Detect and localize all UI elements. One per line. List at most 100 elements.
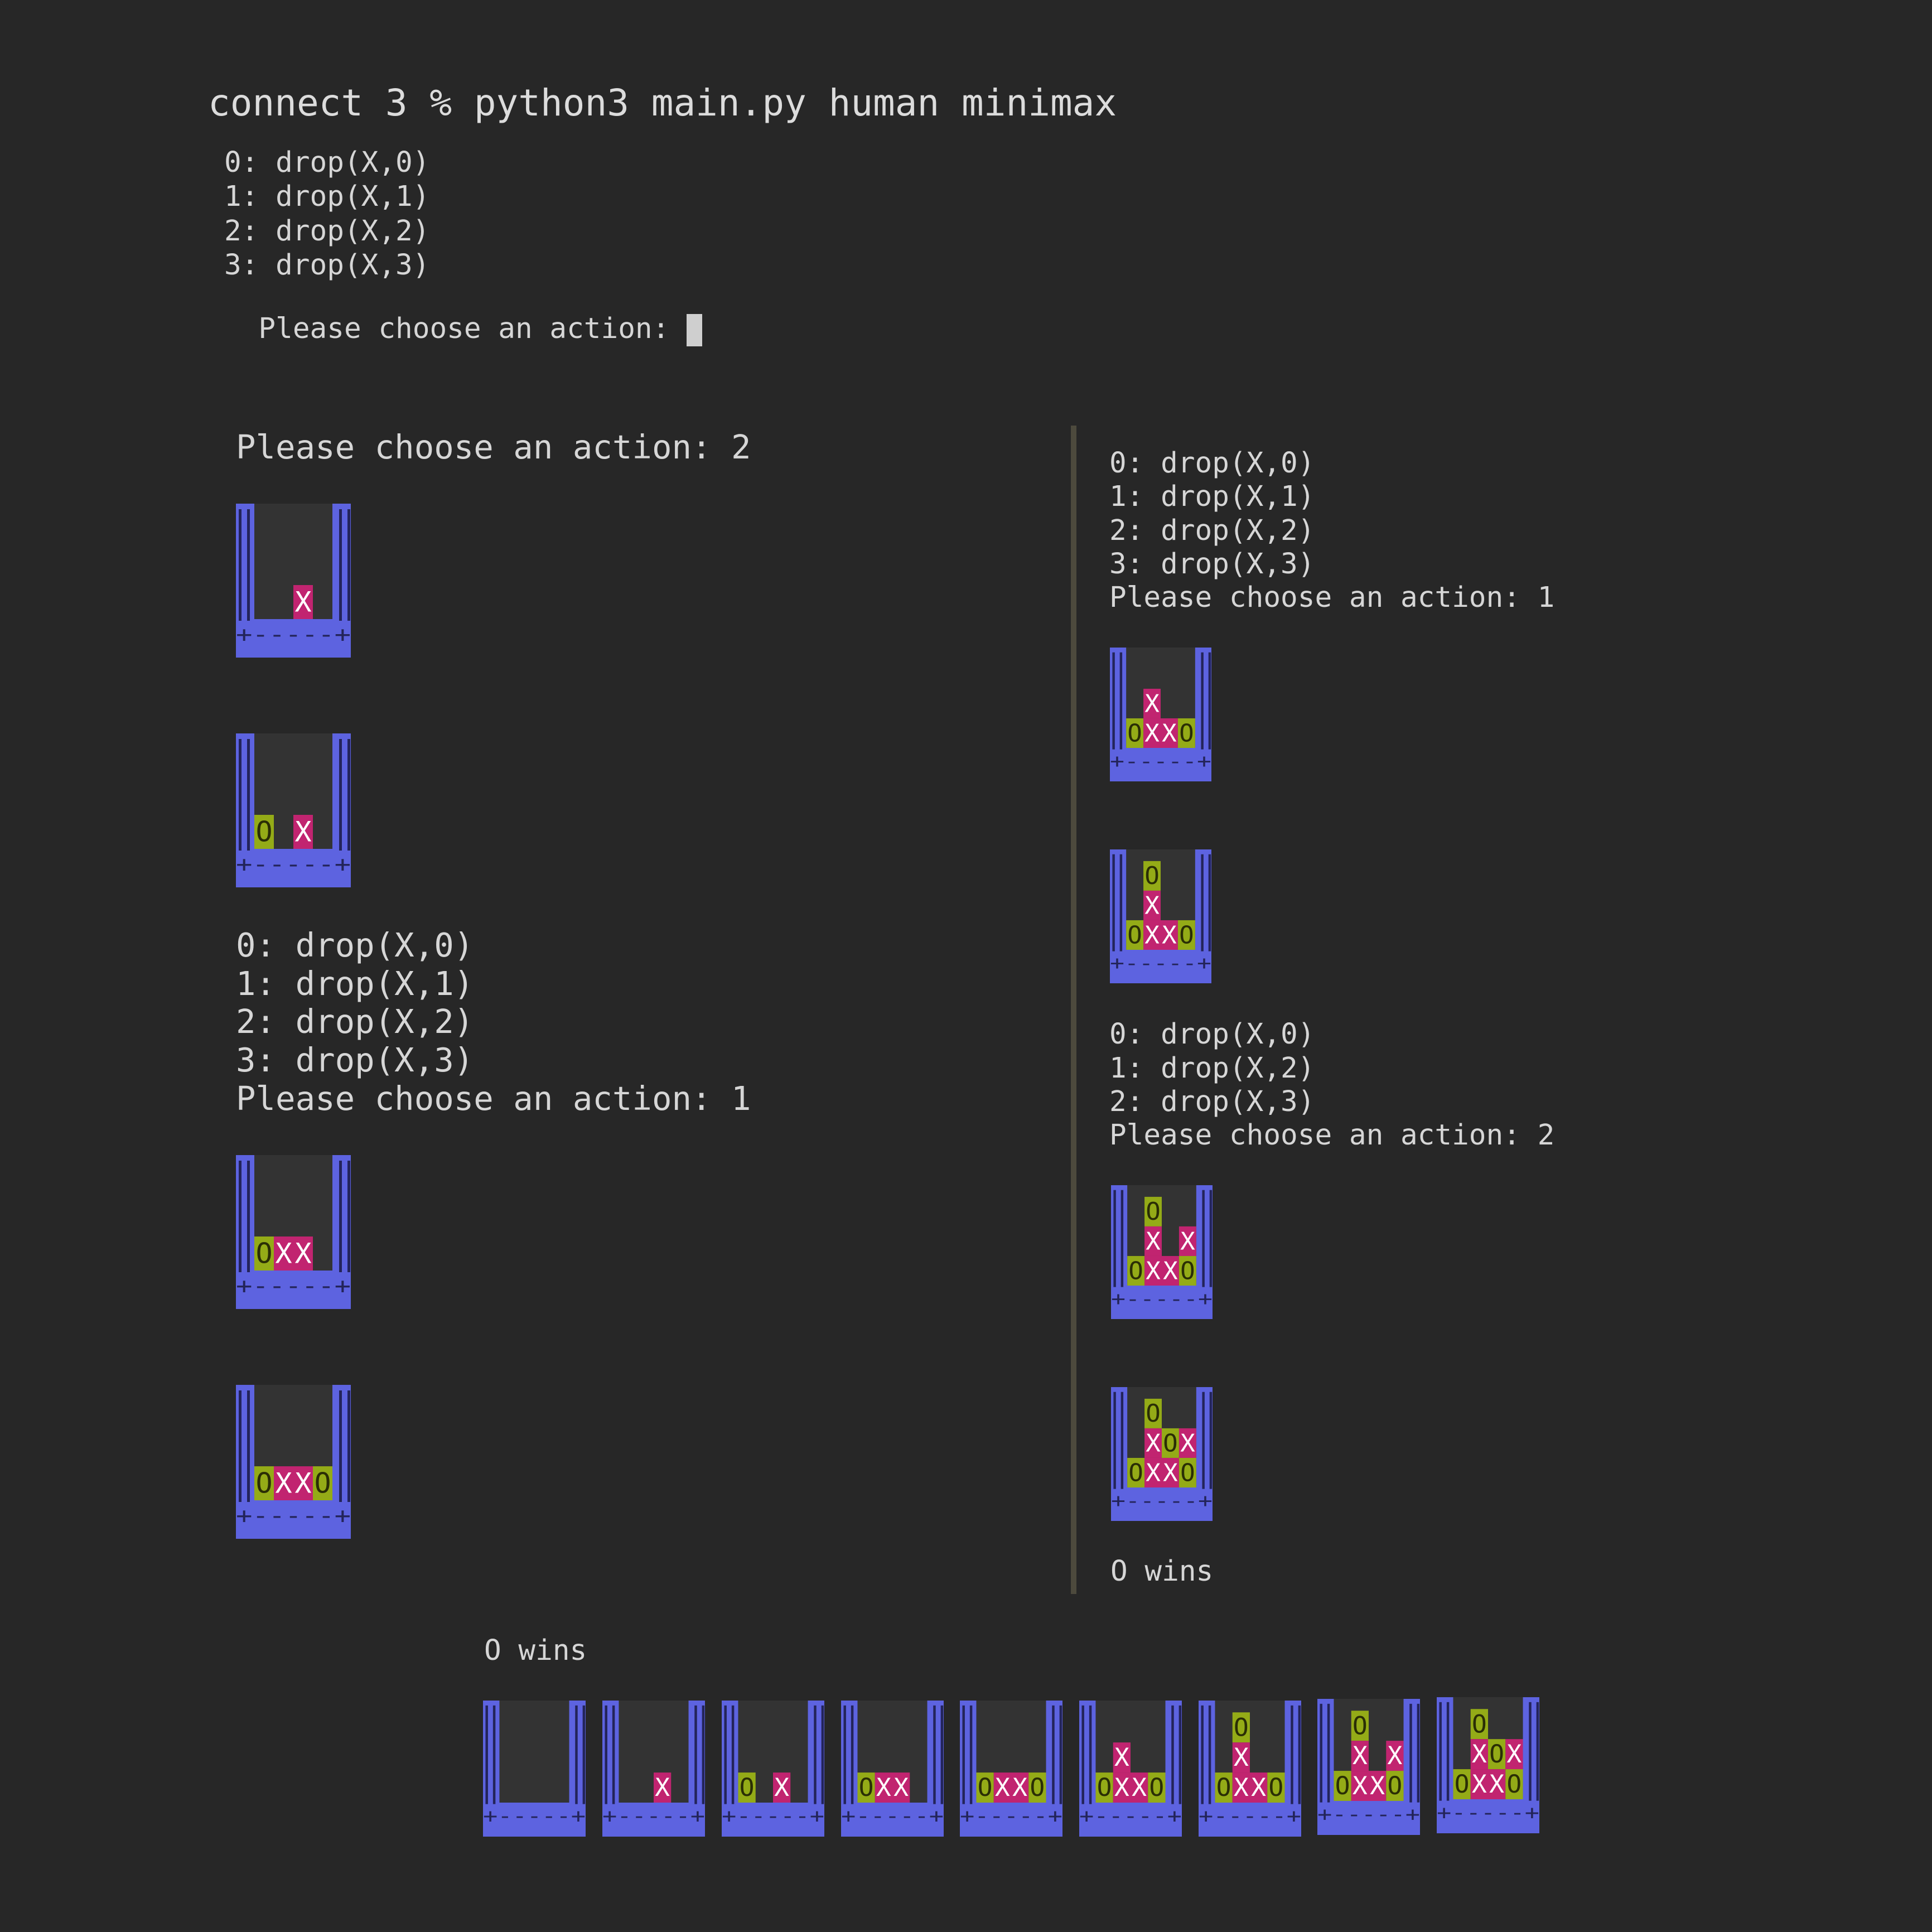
svg-text:O: O [1128, 1459, 1143, 1487]
x-piece: X [1250, 1772, 1268, 1803]
board-wall-line [1209, 1190, 1213, 1287]
svg-text:O: O [1127, 719, 1142, 748]
svg-text:O: O [1335, 1772, 1350, 1800]
svg-text:X: X [1489, 1770, 1504, 1799]
board-wall-line [814, 1705, 817, 1804]
action-option: 0: drop(X,0) [224, 146, 430, 179]
x-piece: X [1470, 1739, 1488, 1770]
x-piece: X [1178, 1226, 1196, 1256]
game-board: +-----+ [483, 1701, 586, 1837]
board-wall-line [1202, 1392, 1205, 1489]
o-piece: O [1470, 1709, 1488, 1740]
svg-text:O: O [1146, 1400, 1161, 1428]
o-piece: O [1488, 1739, 1506, 1770]
board-floor: +-----+ [1110, 952, 1211, 975]
x-piece: X [1162, 1255, 1179, 1286]
board-wall-line [612, 1705, 615, 1804]
board-wall-line [1113, 1392, 1116, 1489]
x-piece: X [293, 815, 313, 849]
action-option: 2: drop(X,3) [1109, 1085, 1315, 1118]
svg-text:O: O [1489, 1740, 1504, 1769]
terminal-cursor[interactable] [687, 314, 703, 346]
board-wall-line [1113, 1190, 1116, 1287]
board-floor: +-----+ [960, 1805, 1062, 1828]
right-result: O wins [1110, 1555, 1214, 1588]
svg-text:X: X [1162, 921, 1177, 950]
board-wall-line [339, 1161, 342, 1272]
x-piece: X [293, 1237, 313, 1271]
command-line: connect 3 % python3 main.py human minima… [208, 81, 1117, 124]
board-svg: +-----+X [236, 504, 351, 658]
board-wall-line [347, 739, 350, 851]
board-wall-line [485, 1705, 488, 1804]
svg-text:O: O [314, 1467, 331, 1500]
board-wall-line [1536, 1702, 1539, 1801]
svg-text:X: X [294, 816, 311, 848]
action-option: 3: drop(X,3) [224, 249, 430, 282]
svg-text:X: X [1114, 1774, 1129, 1802]
x-piece: X [1351, 1741, 1369, 1771]
board-wall-line [1417, 1703, 1420, 1803]
svg-text:X: X [275, 1467, 292, 1500]
left-prompt-2: Please choose an action: 1 [236, 1079, 751, 1118]
board-floor: +-----+ [1111, 1288, 1213, 1311]
board-wall-line [1201, 1705, 1204, 1804]
game-board: +-----+X [602, 1701, 705, 1837]
o-piece: O [1177, 718, 1195, 748]
svg-text:O: O [1180, 1257, 1195, 1286]
action-prompt[interactable]: Please choose an action: [224, 286, 703, 346]
svg-text:X: X [1163, 1257, 1178, 1286]
svg-text:O: O [1179, 719, 1194, 748]
board-wall-line [239, 739, 241, 851]
svg-text:X: X [1132, 1774, 1147, 1802]
panel-divider [1071, 426, 1076, 1594]
board-wall-line [347, 509, 350, 621]
svg-text:O: O [1163, 1429, 1178, 1458]
o-piece: O [1126, 920, 1144, 950]
svg-text:X: X [774, 1774, 789, 1802]
svg-text:O: O [1234, 1713, 1249, 1742]
svg-text:O: O [1179, 921, 1194, 950]
board-wall-line [1202, 1190, 1205, 1287]
x-piece: X [1143, 718, 1161, 748]
board-floor: +-----+ [841, 1805, 944, 1828]
svg-text:X: X [1163, 1459, 1178, 1487]
action-option: 2: drop(X,2) [1109, 514, 1315, 547]
board-wall-line [1529, 1702, 1532, 1801]
action-option: 3: drop(X,3) [1109, 548, 1315, 581]
board-floor: +-----+ [236, 852, 351, 877]
board-wall-line [1291, 1705, 1293, 1804]
board-wall-line [1320, 1703, 1322, 1803]
svg-text:X: X [1146, 1257, 1161, 1286]
board-wall-line [347, 1390, 350, 1502]
board-wall-line [247, 739, 250, 851]
o-piece: O [1267, 1772, 1285, 1803]
x-piece: X [1232, 1772, 1250, 1803]
svg-text:X: X [1472, 1770, 1487, 1799]
svg-text:O: O [1030, 1774, 1045, 1802]
svg-text:O: O [1128, 1257, 1143, 1286]
board-wall-line [940, 1705, 944, 1804]
board-wall-line [1208, 854, 1211, 951]
board-wall-line [1439, 1702, 1442, 1801]
board-wall-line [1171, 1705, 1174, 1804]
board-wall-line [247, 1390, 250, 1502]
svg-text:X: X [1234, 1743, 1249, 1772]
board-svg: +-----+X [602, 1701, 705, 1837]
svg-text:X: X [294, 1238, 311, 1270]
board-wall-line [1178, 1705, 1182, 1804]
board-wall-line [575, 1705, 578, 1804]
svg-text:X: X [1180, 1228, 1195, 1256]
